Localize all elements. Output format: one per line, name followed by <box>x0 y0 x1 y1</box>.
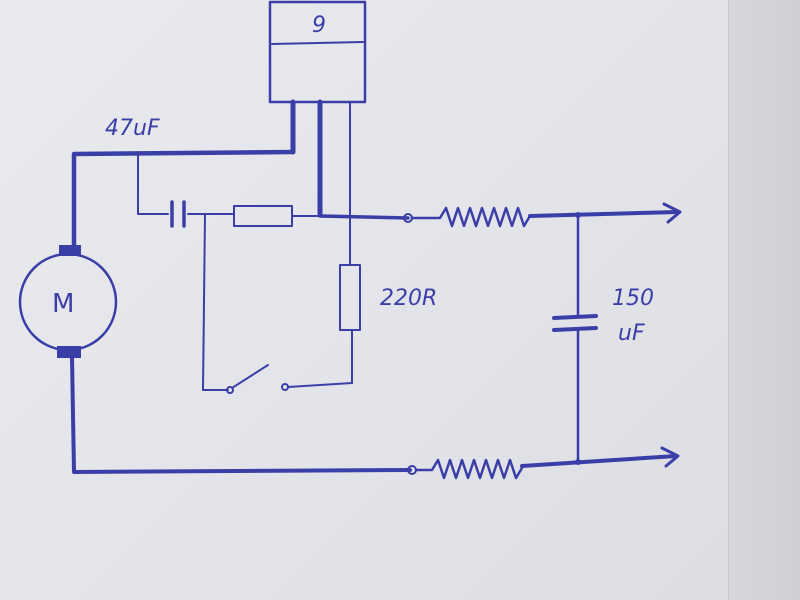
capacitor-47uf: 47uF <box>105 116 186 228</box>
capacitor-150uf: 150 uF <box>552 286 654 346</box>
resistor-bottom <box>414 458 524 480</box>
wire-output-top <box>318 214 410 220</box>
motor-label: M <box>52 289 74 319</box>
wire-switch-loop <box>202 213 229 391</box>
switch <box>226 364 289 394</box>
capacitor-47uf-label: 47uF <box>105 116 160 141</box>
terminal-top <box>662 202 682 224</box>
wire-switch-right <box>287 382 353 388</box>
capacitor-150uf-unit: uF <box>618 321 645 346</box>
regulator-pin-label: 9 <box>312 13 326 38</box>
wire-output-top-right <box>528 210 680 218</box>
terminal-bottom <box>660 446 680 468</box>
motor: M <box>18 245 118 358</box>
resistor-220r: 220R <box>339 264 437 331</box>
wire-cap-branch <box>137 153 169 215</box>
voltage-regulator: 9 <box>268 0 367 266</box>
wire-top-left <box>71 149 296 253</box>
resistor-220r-label: 220R <box>380 286 437 311</box>
resistor-top <box>410 206 532 228</box>
wire-bottom-left <box>70 355 412 474</box>
wire-output-bottom-right <box>520 454 678 468</box>
capacitor-150uf-value: 150 <box>612 286 654 311</box>
resistor-small <box>233 205 293 227</box>
paper-edge <box>728 0 800 600</box>
